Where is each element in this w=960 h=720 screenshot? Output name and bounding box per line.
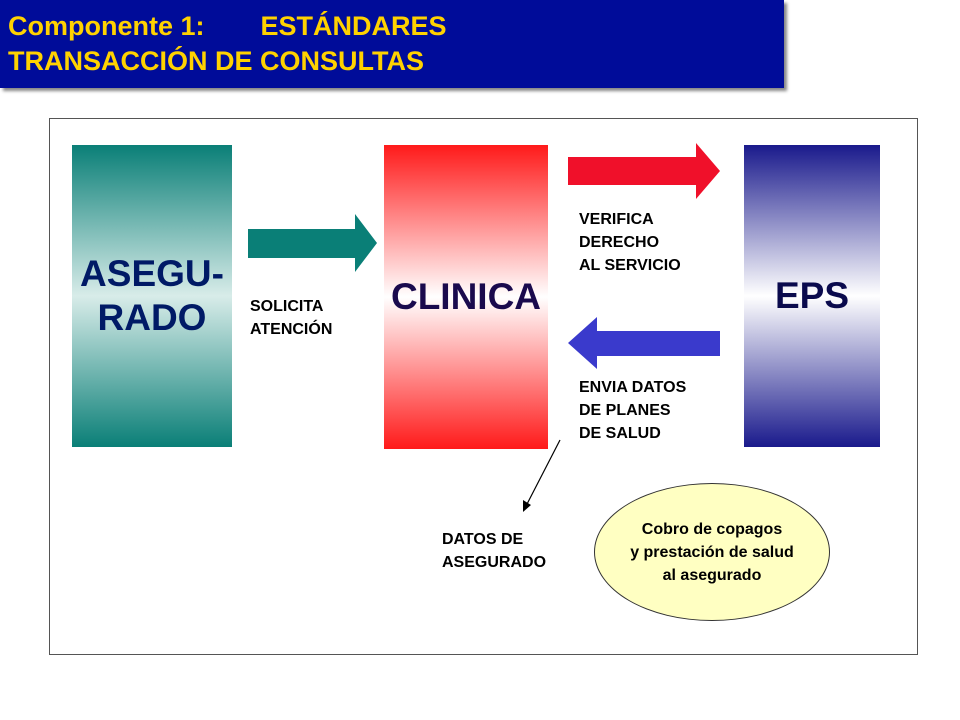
label-envia-line-3: DE SALUD [579,425,661,442]
node-eps-label: EPS [774,275,850,316]
diagram-frame [49,118,918,655]
connector-arrowhead [523,500,531,512]
node-asegurado: ASEGU- RADO [72,145,232,447]
node-asegurado-line-1: ASEGU- [80,253,224,294]
connector-to-datos [525,439,561,507]
label-envia: ENVIA DATOS DE PLANES DE SALUD [579,376,686,445]
label-datos-line-1: DATOS DE [442,531,524,548]
title-line-2: TRANSACCIÓN DE CONSULTAS [8,46,424,76]
node-clinica-label: CLINICA [390,276,542,317]
node-clinica: CLINICA [384,145,548,449]
label-datos-asegurado: DATOS DE ASEGURADO [442,528,546,574]
title-component: Componente 1: [8,11,205,41]
label-verifica-line-1: VERIFICA [579,211,654,228]
node-asegurado-line-2: RADO [97,297,207,338]
label-envia-line-1: ENVIA DATOS [579,379,687,396]
label-datos-line-2: ASEGURADO [442,554,547,571]
node-eps: EPS [744,145,880,447]
label-solicita-line-2: ATENCIÓN [250,321,333,338]
arrow-clinica-to-eps [568,143,720,199]
label-verifica: VERIFICA DERECHO AL SERVICIO [579,208,681,277]
label-verifica-line-3: AL SERVICIO [579,257,681,274]
label-envia-line-2: DE PLANES [579,402,671,419]
ellipse-line-3: al asegurado [662,566,762,584]
ellipse-line-2: y prestación de salud [630,543,794,561]
copago-ellipse: Cobro de copagos y prestación de salud a… [594,483,830,621]
arrow-eps-to-clinica [568,317,720,369]
label-solicita-line-1: SOLICITA [250,298,324,315]
ellipse-line-1: Cobro de copagos [641,520,783,538]
title-bar: Componente 1: ESTÁNDARES TRANSACCIÓN DE C… [0,0,784,88]
label-solicita: SOLICITA ATENCIÓN [250,295,332,341]
label-verifica-line-2: DERECHO [579,234,660,251]
title-standards: ESTÁNDARES [260,11,447,41]
title-line-1: Componente 1: ESTÁNDARES [8,9,784,44]
arrow-asegurado-to-clinica [248,214,377,272]
